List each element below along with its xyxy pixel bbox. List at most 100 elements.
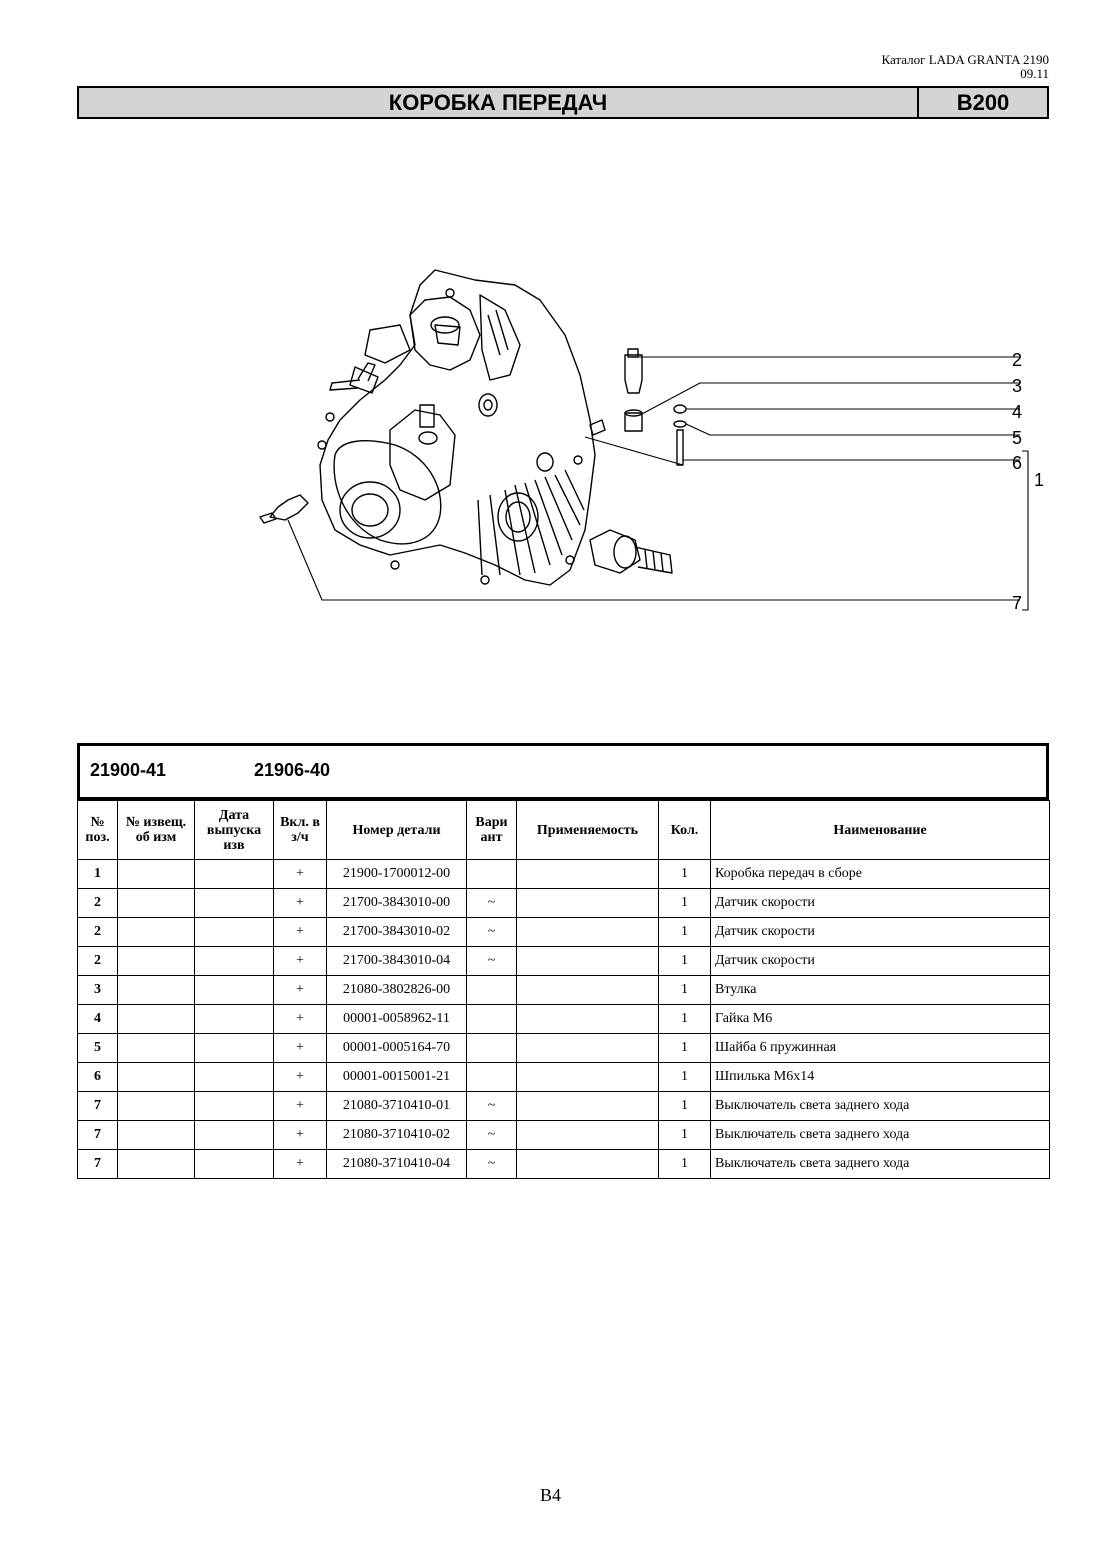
row-applic [516, 975, 659, 1005]
row-pos: 7 [77, 1120, 118, 1150]
col-header-notice: № извещ. об изм [117, 800, 195, 860]
row-name: Коробка передач в сборе [710, 859, 1050, 889]
section-title-bar: КОРОБКА ПЕРЕДАЧ B200 [77, 86, 1049, 119]
row-notice [117, 975, 195, 1005]
row-incl: + [273, 917, 327, 947]
model-code: 21906-40 [254, 760, 331, 780]
row-pos: 1 [77, 859, 118, 889]
row-applic [516, 888, 659, 918]
row-incl: + [273, 859, 327, 889]
row-variant [466, 859, 517, 889]
row-pos: 2 [77, 888, 118, 918]
row-notice [117, 1004, 195, 1034]
part-7-reverse-switch [269, 494, 309, 521]
row-notice [117, 917, 195, 947]
row-qty: 1 [658, 888, 711, 918]
row-variant: ~ [466, 888, 517, 918]
part-2-speed-sensor [624, 354, 643, 394]
row-incl: + [273, 1004, 327, 1034]
row-notice [117, 859, 195, 889]
row-date [194, 946, 274, 976]
row-notice [117, 1033, 195, 1063]
row-incl: + [273, 946, 327, 976]
row-variant: ~ [466, 917, 517, 947]
col-header-date: Дата выпуска изв [194, 800, 274, 860]
row-incl: + [273, 975, 327, 1005]
row-variant [466, 1033, 517, 1063]
row-part-no: 21700-3843010-04 [326, 946, 467, 976]
row-applic [516, 1033, 659, 1063]
model-codes-bar: 21900-41 21906-40 [77, 743, 1049, 800]
row-variant [466, 975, 517, 1005]
row-pos: 4 [77, 1004, 118, 1034]
row-applic [516, 1062, 659, 1092]
row-pos: 5 [77, 1033, 118, 1063]
row-variant: ~ [466, 1091, 517, 1121]
row-part-no: 21080-3710410-01 [326, 1091, 467, 1121]
callout-7: 7 [1012, 593, 1022, 613]
part-5-washer [673, 420, 687, 428]
row-incl: + [273, 1120, 327, 1150]
row-applic [516, 917, 659, 947]
row-applic [516, 859, 659, 889]
row-date [194, 1062, 274, 1092]
row-part-no: 21900-1700012-00 [326, 859, 467, 889]
row-qty: 1 [658, 1033, 711, 1063]
catalog-title: Каталог LADA GRANTA 2190 [881, 52, 1049, 67]
row-incl: + [273, 1149, 327, 1179]
row-applic [516, 1149, 659, 1179]
parts-table: № поз. № извещ. об изм Дата выпуска изв … [77, 800, 1050, 1179]
row-name: Втулка [710, 975, 1050, 1005]
row-date [194, 1091, 274, 1121]
row-qty: 1 [658, 917, 711, 947]
row-name: Датчик скорости [710, 917, 1050, 947]
row-notice [117, 1149, 195, 1179]
row-date [194, 1149, 274, 1179]
row-qty: 1 [658, 1149, 711, 1179]
row-qty: 1 [658, 975, 711, 1005]
section-title: КОРОБКА ПЕРЕДАЧ [79, 88, 919, 117]
row-notice [117, 1062, 195, 1092]
row-part-no: 00001-0058962-11 [326, 1004, 467, 1034]
row-variant: ~ [466, 1149, 517, 1179]
row-date [194, 1033, 274, 1063]
col-header-applic: Применяемость [516, 800, 659, 860]
row-name: Шайба 6 пружинная [710, 1033, 1050, 1063]
row-applic [516, 946, 659, 976]
row-notice [117, 888, 195, 918]
row-qty: 1 [658, 859, 711, 889]
col-header-qty: Кол. [658, 800, 711, 860]
row-incl: + [273, 888, 327, 918]
row-qty: 1 [658, 1062, 711, 1092]
row-incl: + [273, 1091, 327, 1121]
row-name: Гайка M6 [710, 1004, 1050, 1034]
row-pos: 2 [77, 917, 118, 947]
row-applic [516, 1120, 659, 1150]
callout-1: 1 [1034, 470, 1044, 490]
col-header-variant: Вари ант [466, 800, 517, 860]
row-pos: 2 [77, 946, 118, 976]
row-date [194, 1004, 274, 1034]
row-part-no: 21700-3843010-02 [326, 917, 467, 947]
col-header-name: Наименование [710, 800, 1050, 860]
row-variant [466, 1062, 517, 1092]
callout-5: 5 [1012, 428, 1022, 448]
row-name: Датчик скорости [710, 888, 1050, 918]
row-part-no: 21080-3802826-00 [326, 975, 467, 1005]
col-header-pos: № поз. [77, 800, 118, 860]
callout-3: 3 [1012, 376, 1022, 396]
row-incl: + [273, 1062, 327, 1092]
row-name: Выключатель света заднего хода [710, 1091, 1050, 1121]
callout-2: 2 [1012, 350, 1022, 370]
row-qty: 1 [658, 946, 711, 976]
row-incl: + [273, 1033, 327, 1063]
